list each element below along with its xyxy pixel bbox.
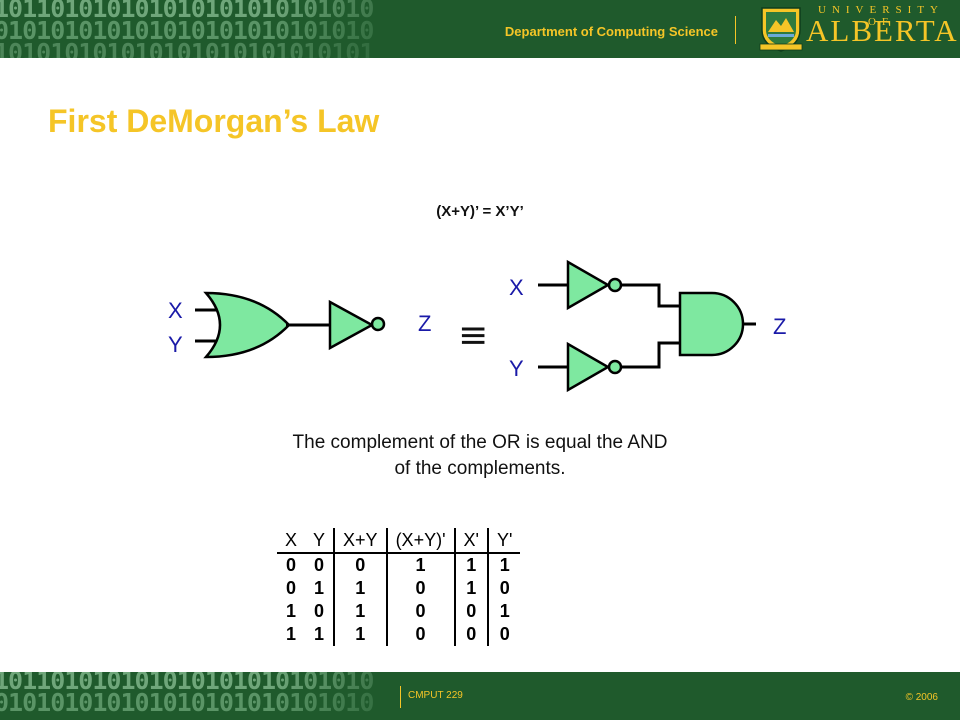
formula: (X+Y)’ = X’Y’ xyxy=(436,203,524,220)
table-row: 1 1 1 0 0 0 xyxy=(277,623,521,646)
left-output-z-label: Z xyxy=(418,311,431,336)
footer-divider xyxy=(400,686,401,708)
header-nor: (X+Y)' xyxy=(385,528,455,554)
right-not-gate-x xyxy=(566,259,611,311)
truth-table: X Y X+Y (X+Y)' X' Y' 0 0 0 1 1 1 0 1 1 0… xyxy=(277,528,521,646)
table-cell: 1 xyxy=(486,553,521,577)
university-small-label: UNIVERSITY OF xyxy=(818,4,944,28)
table-cell: 0 xyxy=(385,577,455,600)
right-not-gate-y xyxy=(566,341,611,393)
slide-title: First DeMorgan’s Law xyxy=(48,103,380,139)
table-cell: 1 xyxy=(314,624,325,644)
right-wire-y-to-and xyxy=(621,341,680,369)
equivalence-symbol: ≡ xyxy=(458,315,488,356)
table-cell: 0 xyxy=(453,623,488,646)
left-not-bubble xyxy=(370,316,386,332)
header-not-x: X' xyxy=(453,528,488,554)
table-cell: 0 xyxy=(333,553,387,577)
table-cell: 1 xyxy=(453,577,488,600)
university-crest-icon xyxy=(759,7,803,52)
right-input-y-label: Y xyxy=(509,356,524,381)
table-cell: 0 xyxy=(286,578,297,598)
copyright: © 2006 xyxy=(905,692,938,703)
header-not-y: Y' xyxy=(486,528,521,554)
right-input-x-label: X xyxy=(509,275,524,300)
table-cell: 1 xyxy=(333,577,387,600)
table-row: 0 0 0 1 1 1 xyxy=(277,553,521,577)
and-gate xyxy=(678,291,745,357)
table-cell: 1 xyxy=(486,600,521,623)
truth-table-header-row: X Y X+Y (X+Y)' X' Y' xyxy=(277,528,521,554)
caption: The complement of the OR is equal the AN… xyxy=(180,430,780,482)
table-cell: 1 xyxy=(333,623,387,646)
course-code: CMPUT 229 xyxy=(408,690,463,701)
table-cell: 0 xyxy=(486,623,521,646)
table-cell: 1 xyxy=(453,553,488,577)
footer-bar: 101101010101010101010101010 010101010101… xyxy=(0,672,960,720)
left-not-gate xyxy=(328,299,375,351)
table-cell: 1 xyxy=(385,553,455,577)
header-x-or-y: X+Y xyxy=(333,528,387,554)
header-x: X xyxy=(277,528,306,554)
right-not-bubble-y xyxy=(607,359,623,375)
table-cell: 1 xyxy=(286,624,297,644)
right-output-z-label: Z xyxy=(773,314,786,339)
table-cell: 0 xyxy=(385,623,455,646)
header-divider xyxy=(735,16,736,44)
header-y: Y xyxy=(305,528,335,554)
left-circuit: X Y Z xyxy=(168,291,431,359)
table-row: 1 0 1 0 0 1 xyxy=(277,600,521,623)
table-cell: 0 xyxy=(314,601,325,621)
table-cell: 0 xyxy=(286,555,297,575)
caption-line-2: of the complements. xyxy=(394,458,566,479)
or-gate xyxy=(203,291,291,359)
department-name: Department of Computing Science xyxy=(504,24,718,39)
caption-line-1: The complement of the OR is equal the AN… xyxy=(292,432,668,453)
left-input-x-label: X xyxy=(168,298,183,323)
right-not-bubble-x xyxy=(607,277,623,293)
right-wire-x-to-and xyxy=(621,283,680,308)
left-input-y-label: Y xyxy=(168,332,183,357)
university-name: ALBERTA xyxy=(806,13,959,48)
binary-pattern: 101101010101010101010101010 010101010101… xyxy=(0,672,440,720)
header-bar: 101101010101010101010101010 010101010101… xyxy=(0,0,960,58)
table-cell: 0 xyxy=(453,600,488,623)
table-cell: 0 xyxy=(314,555,325,575)
table-cell: 1 xyxy=(286,601,297,621)
table-cell: 0 xyxy=(486,577,521,600)
table-cell: 0 xyxy=(385,600,455,623)
table-row: 0 1 1 0 1 0 xyxy=(277,577,521,600)
table-cell: 1 xyxy=(314,578,325,598)
right-circuit: X Y Z xyxy=(509,259,786,393)
table-cell: 1 xyxy=(333,600,387,623)
binary-pattern: 101101010101010101010101010 010101010101… xyxy=(0,0,440,58)
